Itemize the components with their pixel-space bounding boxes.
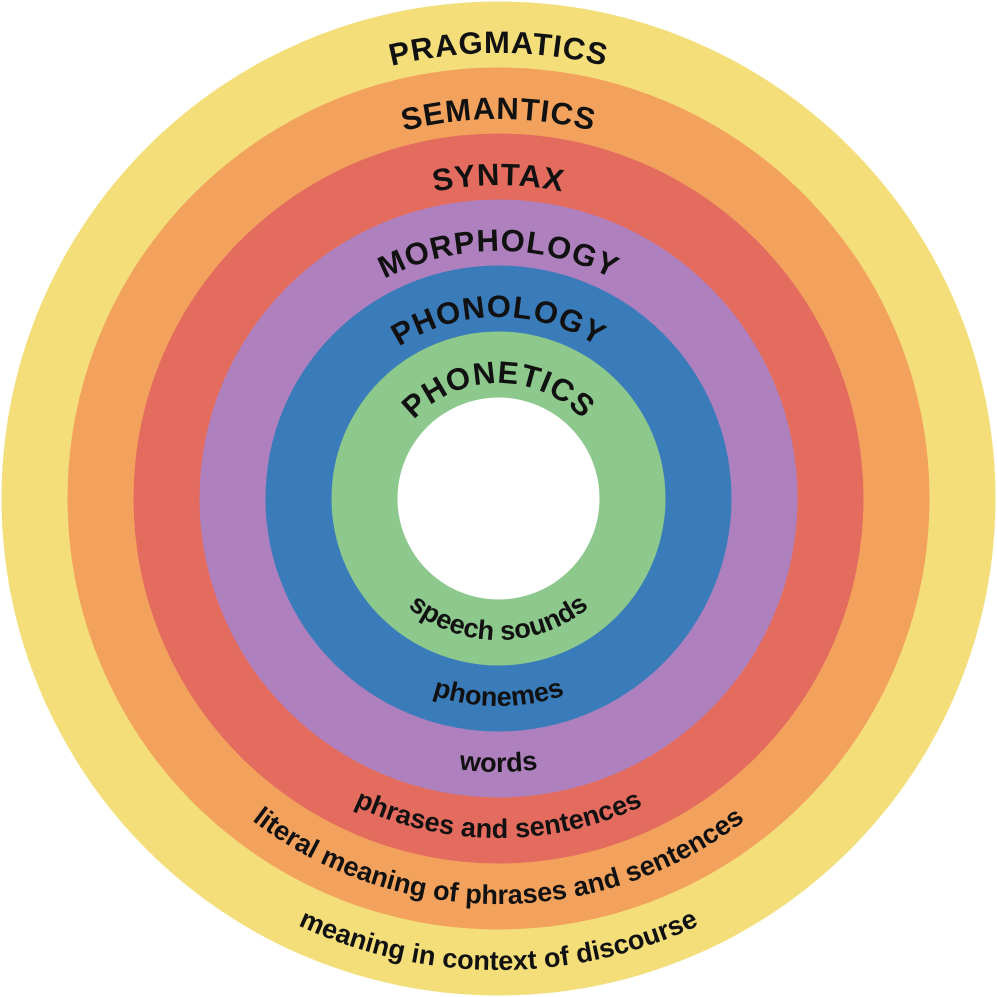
ring-caption-morphology: words bbox=[457, 745, 539, 778]
center-hole bbox=[397, 397, 600, 600]
